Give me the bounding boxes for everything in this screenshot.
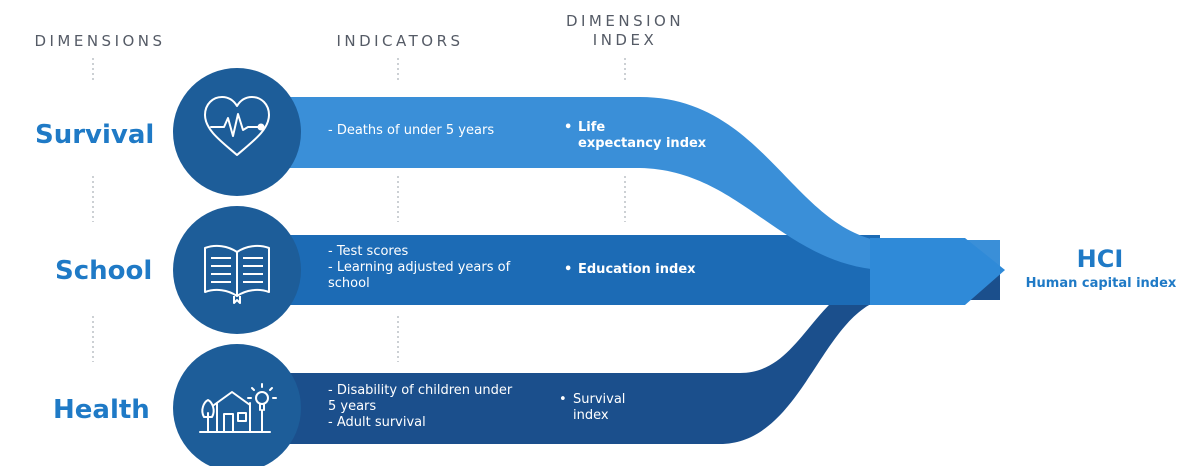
- hci-subtitle: Human capital index: [1025, 276, 1177, 291]
- index-line: Survival: [573, 392, 626, 407]
- survival-indicators: - Deaths of under 5 years: [328, 123, 494, 139]
- house-lightbulb-icon: [199, 383, 277, 433]
- school-label: School: [55, 256, 153, 286]
- health-label: Health: [53, 395, 150, 425]
- survival-label: Survival: [35, 120, 155, 150]
- school-indicators: - Test scores - Learning adjusted years …: [328, 244, 510, 292]
- indicator-item: school: [328, 276, 370, 291]
- education-index: Education index: [562, 262, 696, 278]
- indicator-item: - Adult survival: [328, 415, 426, 430]
- dimension-index-header-line1: DIMENSION: [565, 12, 685, 30]
- life-expectancy-index: Life expectancy index: [562, 120, 706, 152]
- survival-index: Survival index: [557, 392, 625, 424]
- dimension-index-header-line2: INDEX: [592, 31, 658, 49]
- dimension-index-header: DIMENSION INDEX: [540, 12, 710, 50]
- survival-icon-circle: [173, 68, 301, 196]
- dotted-guides: [92, 58, 626, 362]
- indicator-item: - Test scores: [328, 244, 409, 259]
- index-line: Education index: [578, 262, 696, 277]
- health-flow-band: [235, 270, 1000, 444]
- health-indicators: - Disability of children under 5 years -…: [328, 383, 512, 431]
- index-line: index: [573, 408, 609, 423]
- hci-arrow-head: [870, 238, 1005, 305]
- school-flow-band: [235, 235, 880, 305]
- indicator-item: - Disability of children under: [328, 383, 513, 398]
- indicators-header: INDICATORS: [336, 32, 464, 50]
- indicator-item: - Deaths of under 5 years: [328, 123, 495, 138]
- index-line: expectancy index: [578, 136, 707, 151]
- hci-title: HCI: [1076, 245, 1124, 273]
- heart-pulse-icon: [204, 96, 270, 156]
- dimensions-header: DIMENSIONS: [34, 32, 166, 50]
- health-icon-circle: [173, 344, 301, 466]
- open-book-icon: [204, 244, 270, 304]
- indicator-item: 5 years: [328, 399, 377, 414]
- index-line: Life: [578, 120, 606, 135]
- survival-flow-band: [235, 97, 1000, 270]
- indicator-item: - Learning adjusted years of: [328, 260, 511, 275]
